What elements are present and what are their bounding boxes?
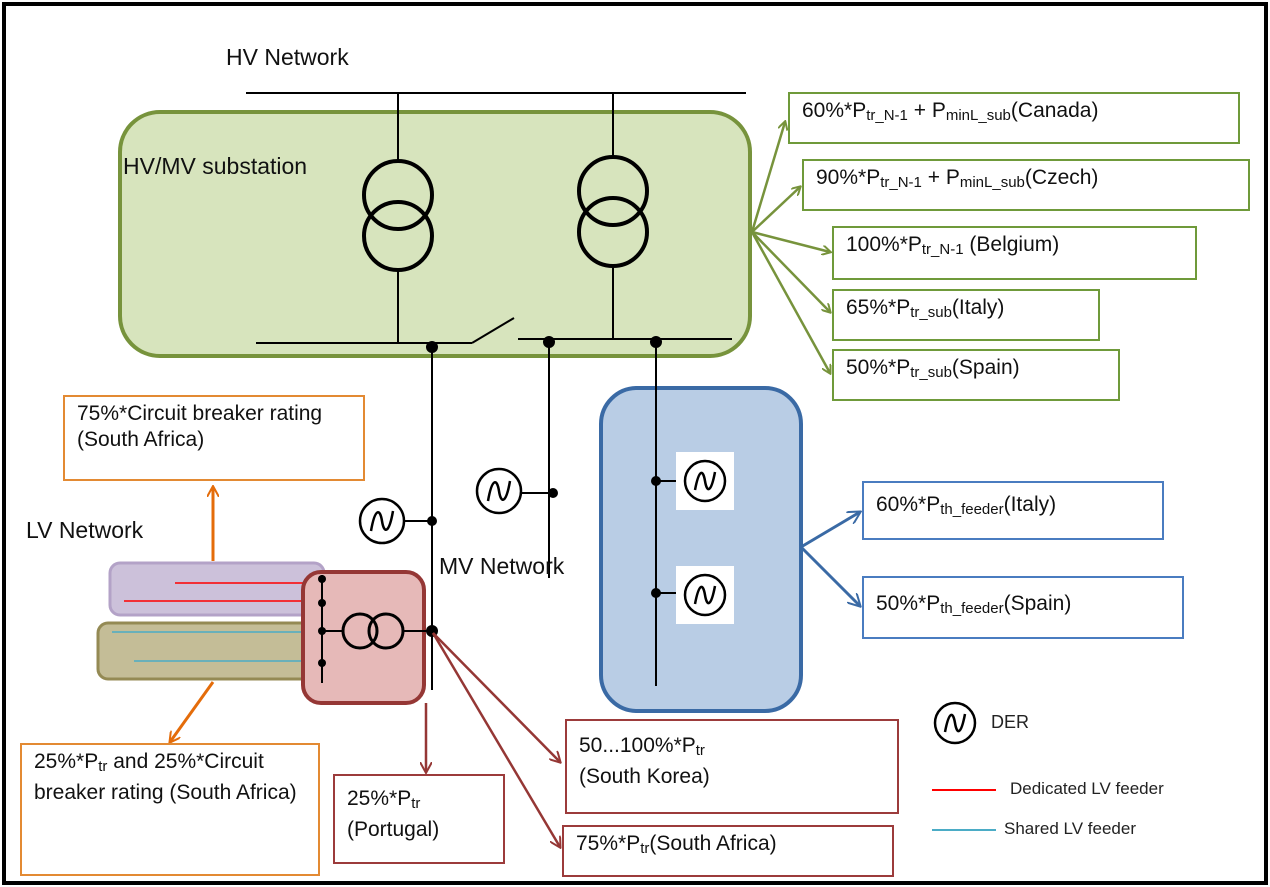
italy-feeder-limit-box: 60%*Pth_feeder(Italy): [862, 481, 1164, 540]
south-korea-limit-box: 50...100%*Ptr(South Korea): [565, 719, 899, 814]
canada-limit-box: 60%*Ptr_N-1 + PminL_sub(Canada): [788, 92, 1240, 144]
mv-network-label: MV Network: [439, 553, 565, 579]
legend-shared-label: Shared LV feeder: [1004, 819, 1136, 838]
hv-network-label: HV Network: [226, 44, 349, 70]
spain-substation-limit-box: 50%*Ptr_sub(Spain): [832, 349, 1120, 401]
italy-substation-limit-box: 65%*Ptr_sub(Italy): [832, 289, 1100, 341]
spain-feeder-limit-box: 50%*Pth_feeder(Spain): [862, 576, 1184, 639]
mv-feeder-box: [599, 386, 803, 713]
der-symbol-icon: [358, 497, 406, 545]
south-africa-lv-transformer-limit-box: 75%*Ptr(South Africa): [562, 825, 894, 877]
mv-lv-substation-box: [301, 570, 426, 705]
legend-dedicated-label: Dedicated LV feeder: [1010, 779, 1164, 798]
south-africa-shared-limit-box: 25%*Ptr and 25%*Circuit breaker rating (…: [20, 743, 320, 876]
dedicated-lv-feeder-group: [108, 561, 326, 617]
south-africa-dedicated-limit-box: 75%*Circuit breaker rating (South Africa…: [63, 395, 365, 481]
transformer-2-upper-icon: [577, 155, 649, 227]
portugal-limit-box: 25%*Ptr(Portugal): [333, 774, 505, 864]
mv-lv-transformer-left-icon: [341, 612, 379, 650]
legend-der-icon: [933, 701, 977, 745]
der-symbol-icon: [683, 573, 727, 617]
lv-network-label: LV Network: [26, 517, 144, 543]
legend-der-label: DER: [991, 712, 1030, 732]
hv-mv-substation-box: [118, 110, 752, 358]
czech-limit-box: 90%*Ptr_N-1 + PminL_sub(Czech): [802, 159, 1250, 211]
belgium-limit-box: 100%*Ptr_N-1 (Belgium): [832, 226, 1197, 280]
hv-mv-substation-label: HV/MV substation: [123, 153, 308, 179]
der-symbol-icon: [683, 459, 727, 503]
der-symbol-icon: [475, 467, 523, 515]
transformer-1-upper-icon: [362, 159, 434, 231]
bus-coupler-switch: [471, 317, 515, 344]
